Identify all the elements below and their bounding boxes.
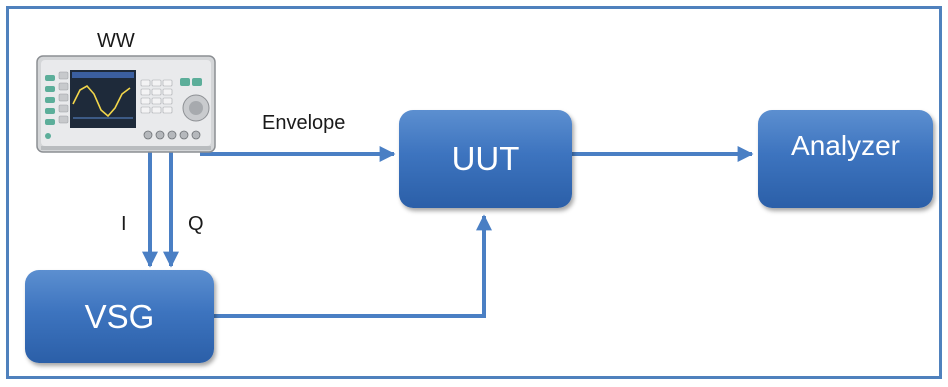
uut-block: UUT (399, 110, 572, 208)
analyzer-block-label: Analyzer (791, 130, 900, 161)
label-q: Q (188, 213, 204, 235)
waveform-generator-icon (36, 55, 216, 153)
label-envelope: Envelope (262, 112, 346, 134)
vsg-block-label: VSG (84, 297, 155, 335)
label-i: I (121, 213, 127, 235)
wire-vsg-to-uut (214, 214, 492, 318)
diagram-frame (6, 6, 942, 379)
uut-block-label: UUT (451, 140, 520, 177)
analyzer-block: Analyzer (758, 110, 933, 208)
vsg-block: VSG (25, 270, 214, 363)
label-ww: WW (97, 30, 135, 52)
